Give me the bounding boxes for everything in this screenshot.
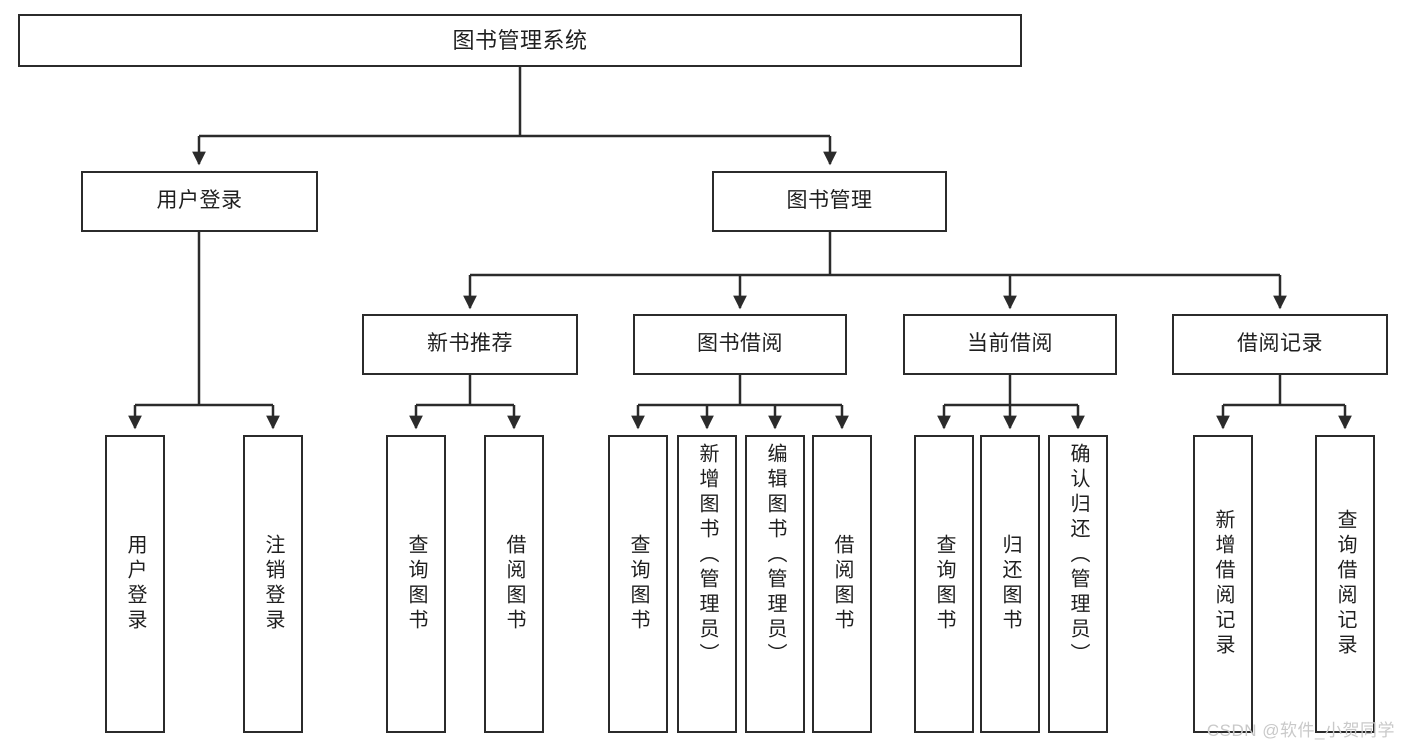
leaf-query-borrow-record[interactable]: 查询借阅记录 xyxy=(1315,435,1375,733)
leaf-query-book-recommend[interactable]: 查询图书 xyxy=(386,435,446,733)
node-label: 图书借阅 xyxy=(697,332,783,356)
node-label: 新书推荐 xyxy=(427,332,513,356)
node-label: 新增借阅记录 xyxy=(1212,509,1234,659)
leaf-logout[interactable]: 注销登录 xyxy=(243,435,303,733)
node-label: 编辑图书（管理员） xyxy=(764,443,786,668)
node-label: 查询借阅记录 xyxy=(1334,509,1356,659)
leaf-return-book[interactable]: 归还图书 xyxy=(980,435,1040,733)
node-label: 图书管理 xyxy=(786,189,873,213)
leaf-add-book[interactable]: 新增图书（管理员） xyxy=(677,435,737,733)
leaf-user-login[interactable]: 用户登录 xyxy=(105,435,165,733)
node-label: 当前借阅 xyxy=(967,332,1053,356)
node-book-borrow[interactable]: 图书借阅 xyxy=(633,314,847,375)
watermark: CSDN @软件_小贺同学 xyxy=(1206,721,1395,740)
leaf-add-borrow-record[interactable]: 新增借阅记录 xyxy=(1193,435,1253,733)
leaf-borrow-book-recommend[interactable]: 借阅图书 xyxy=(484,435,544,733)
node-label: 确认归还（管理员） xyxy=(1067,443,1089,668)
node-label: 查询图书 xyxy=(405,534,427,634)
node-label: 归还图书 xyxy=(999,534,1021,634)
leaf-query-book-borrow[interactable]: 查询图书 xyxy=(608,435,668,733)
node-label: 注销登录 xyxy=(262,534,284,634)
leaf-query-book-current[interactable]: 查询图书 xyxy=(914,435,974,733)
node-label: 查询图书 xyxy=(933,534,955,634)
node-label: 借阅图书 xyxy=(831,534,853,634)
node-book-management-system[interactable]: 图书管理系统 xyxy=(18,14,1022,67)
node-label: 用户登录 xyxy=(156,189,243,213)
node-label: 新增图书（管理员） xyxy=(696,443,718,668)
node-label: 借阅记录 xyxy=(1237,332,1323,356)
node-label: 借阅图书 xyxy=(503,534,525,634)
node-current-borrow[interactable]: 当前借阅 xyxy=(903,314,1117,375)
leaf-edit-book[interactable]: 编辑图书（管理员） xyxy=(745,435,805,733)
leaf-borrow-book[interactable]: 借阅图书 xyxy=(812,435,872,733)
node-label: 用户登录 xyxy=(124,534,146,634)
node-borrow-record[interactable]: 借阅记录 xyxy=(1172,314,1388,375)
leaf-confirm-return[interactable]: 确认归还（管理员） xyxy=(1048,435,1108,733)
node-user-login[interactable]: 用户登录 xyxy=(81,171,318,232)
node-new-book-recommend[interactable]: 新书推荐 xyxy=(362,314,578,375)
node-label: 图书管理系统 xyxy=(452,27,588,53)
node-book-management[interactable]: 图书管理 xyxy=(712,171,947,232)
node-label: 查询图书 xyxy=(627,534,649,634)
